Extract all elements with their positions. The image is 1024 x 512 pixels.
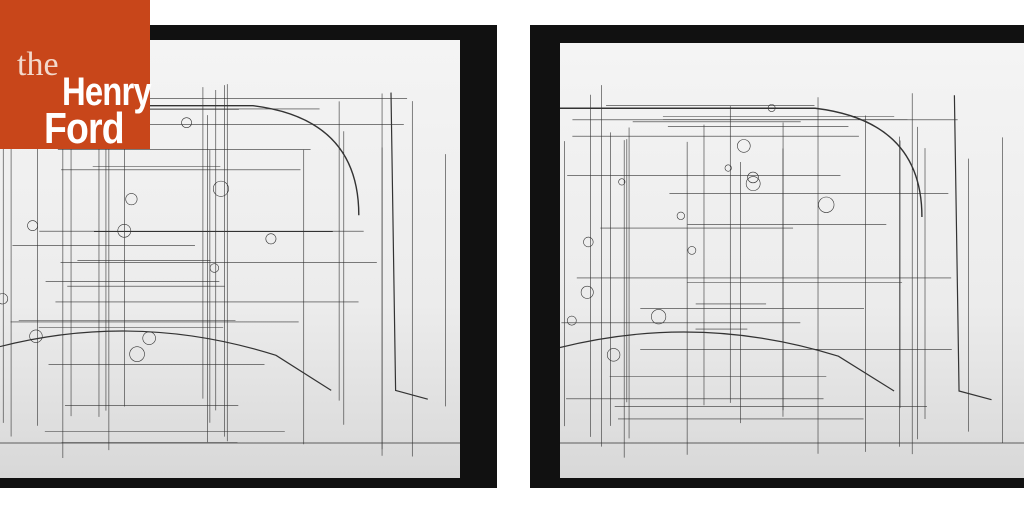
drawing-line [767,104,776,112]
drawing-line [583,236,594,248]
drawing-line [560,331,895,392]
blueprint-photo-right [530,25,1024,488]
drawing-line [27,220,38,232]
drawing-line [212,180,229,197]
drawing-line [125,193,138,206]
logo-the: the [17,46,59,83]
drawing-line [580,285,594,299]
drawing-line [618,178,626,186]
drawing-line [560,107,923,218]
blueprint-drawing-right [560,85,1024,458]
drawing-line [724,164,732,172]
drawing-line [142,331,156,345]
drawing-line [676,211,685,220]
drawing-line [390,92,428,400]
drawing-line [181,117,192,129]
drawing-line [606,348,621,362]
logo-ford: Ford [44,104,125,153]
drawing-line [566,315,577,326]
drawing-line [0,293,9,305]
drawing-line [737,139,751,153]
drawing-line [117,223,132,238]
drawing-line [209,263,220,273]
blueprint-drawing-left [0,81,460,458]
drawing-line [745,176,761,191]
drawing-line [651,309,667,325]
drawing-line [818,196,835,213]
blueprint-paper-right [560,43,1024,478]
drawing-line [265,233,277,245]
drawing-line [747,171,759,184]
drawing-line [129,346,145,362]
drawing-line [29,329,43,343]
drawing-line [0,330,332,391]
drawing-line [0,105,360,216]
drawing-line [953,95,992,401]
logo-henry: Henry [62,70,152,114]
henry-ford-logo: the Henry Ford [0,0,152,153]
drawing-line [687,246,697,255]
